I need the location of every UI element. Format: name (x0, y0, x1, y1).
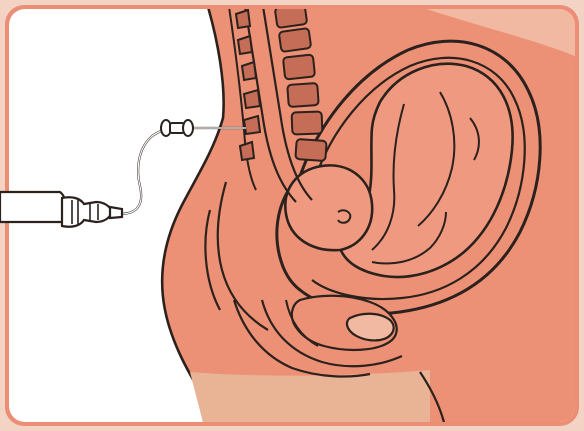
spinous-process-1 (236, 10, 250, 28)
spinous-process-2 (238, 36, 252, 54)
vertebra-6 (295, 139, 326, 161)
spinous-process-5 (244, 116, 260, 134)
vertebra-3 (283, 54, 315, 79)
vertebra-2 (279, 28, 311, 52)
connector-body (170, 123, 184, 133)
vertebra-4 (287, 83, 318, 107)
syringe-barrel (0, 192, 67, 222)
thigh-region (190, 370, 430, 431)
spinous-process-4 (244, 90, 260, 108)
spinous-process-6 (240, 142, 254, 160)
catheter-connector (161, 120, 193, 136)
vertebra-5 (292, 111, 323, 134)
syringe-tip (110, 207, 122, 218)
connector-cap-right (183, 120, 193, 136)
spinous-process-3 (242, 62, 256, 80)
